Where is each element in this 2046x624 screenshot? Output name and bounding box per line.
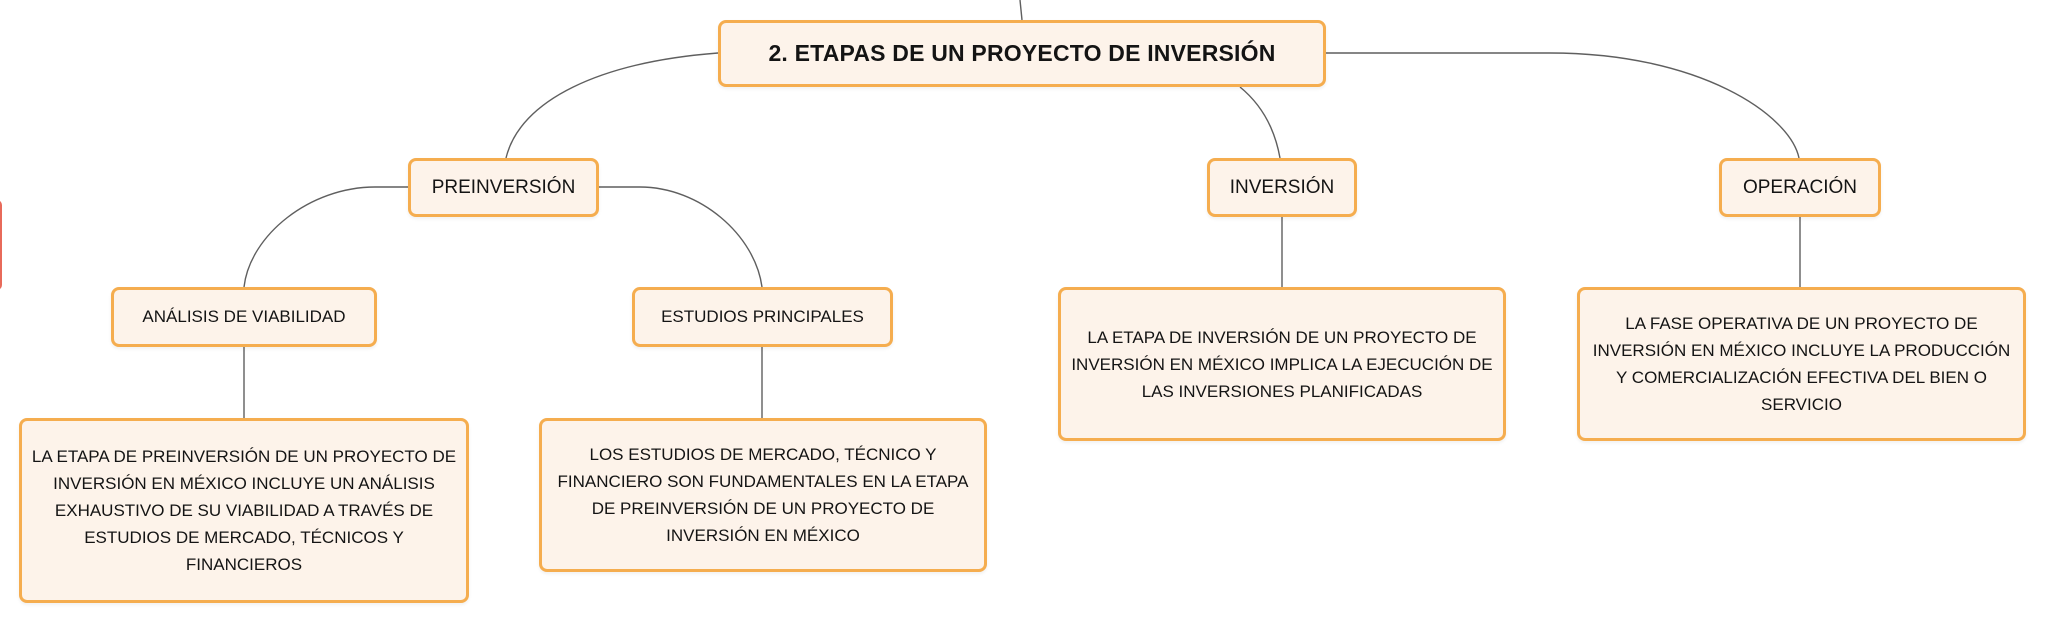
topic-node-inversion[interactable]: INVERSIÓN (1207, 158, 1357, 217)
connector-preinversion-to-analisis (243, 186, 408, 288)
description-node-operacion[interactable]: LA FASE OPERATIVA DE UN PROYECTO DE INVE… (1577, 287, 2026, 441)
topic-label-operacion: OPERACIÓN (1742, 176, 1858, 198)
connector-title-to-operacion (1326, 52, 1800, 159)
topic-node-preinversion[interactable]: PREINVERSIÓN (408, 158, 599, 217)
central-topic-label: 2. ETAPAS DE UN PROYECTO DE INVERSIÓN (768, 40, 1276, 66)
description-text-estudios: LOS ESTUDIOS DE MERCADO, TÉCNICO Y FINAN… (557, 445, 969, 545)
description-node-estudios[interactable]: LOS ESTUDIOS DE MERCADO, TÉCNICO Y FINAN… (539, 418, 987, 572)
connector-title-to-preinversion (505, 52, 719, 159)
description-node-analisis[interactable]: LA ETAPA DE PREINVERSIÓN DE UN PROYECTO … (19, 418, 469, 603)
description-text-analisis: LA ETAPA DE PREINVERSIÓN DE UN PROYECTO … (31, 447, 457, 574)
topic-label-inversion: INVERSIÓN (1229, 176, 1335, 198)
description-node-inversion[interactable]: LA ETAPA DE INVERSIÓN DE UN PROYECTO DE … (1058, 287, 1506, 441)
subtopic-label-analisis: ANÁLISIS DE VIABILIDAD (142, 307, 346, 326)
central-topic-node[interactable]: 2. ETAPAS DE UN PROYECTO DE INVERSIÓN (718, 20, 1326, 87)
connector-title-to-inversion (1239, 86, 1281, 159)
offscreen-node-edge (0, 200, 2, 290)
topic-label-preinversion: PREINVERSIÓN (431, 176, 576, 198)
description-text-inversion: LA ETAPA DE INVERSIÓN DE UN PROYECTO DE … (1071, 327, 1493, 401)
description-text-operacion: LA FASE OPERATIVA DE UN PROYECTO DE INVE… (1592, 314, 2011, 414)
connector-preinversion-to-estudios (599, 186, 763, 288)
subtopic-node-analisis[interactable]: ANÁLISIS DE VIABILIDAD (111, 287, 377, 347)
connector-parent-to-title (1019, 0, 1023, 21)
subtopic-node-estudios[interactable]: ESTUDIOS PRINCIPALES (632, 287, 893, 347)
subtopic-label-estudios: ESTUDIOS PRINCIPALES (661, 307, 864, 326)
topic-node-operacion[interactable]: OPERACIÓN (1719, 158, 1881, 217)
